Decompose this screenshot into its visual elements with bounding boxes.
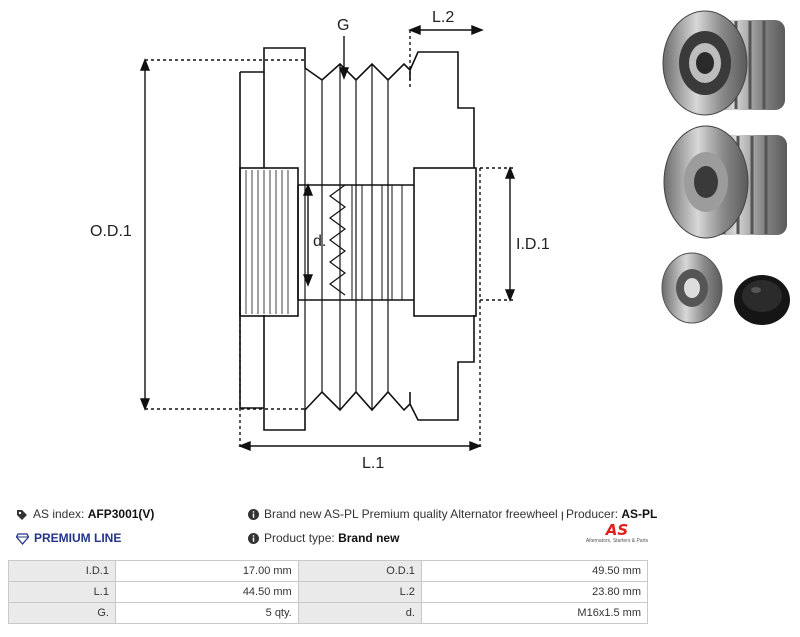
spline-hatch xyxy=(245,170,289,314)
spec-value: 17.00 mm xyxy=(114,560,299,582)
logo-tagline: Alternators, Starters & Parts xyxy=(585,538,649,544)
spec-label: L.2 xyxy=(297,581,422,603)
label-g: G xyxy=(337,17,349,34)
product-photo-front xyxy=(662,10,785,116)
spec-value: 44.50 mm xyxy=(114,581,299,603)
spec-value: 23.80 mm xyxy=(420,581,649,603)
thread-lines xyxy=(351,185,403,300)
thread-profile xyxy=(328,184,347,296)
product-type-value: Brand new xyxy=(338,531,400,545)
bore xyxy=(297,184,414,301)
premium-line-label: PREMIUM LINE xyxy=(34,531,122,545)
producer: Producer: AS-PL xyxy=(563,507,658,521)
as-index-value: AFP3001(V) xyxy=(87,507,155,521)
splined-shaft xyxy=(239,167,299,317)
description: Brand new AS-PL Premium quality Alternat… xyxy=(248,507,592,521)
label-l1: L.1 xyxy=(362,455,384,472)
label-od1: O.D.1 xyxy=(90,223,132,240)
right-flange xyxy=(409,51,475,421)
producer-value: AS-PL xyxy=(621,507,658,521)
spec-value: M16x1.5 mm xyxy=(420,602,649,624)
as-logo: AS Alternators, Starters & Parts xyxy=(584,522,650,552)
hub-body xyxy=(413,167,477,317)
spec-label: O.D.1 xyxy=(297,560,422,582)
table-row: G. 5 qty. d. M16x1.5 mm xyxy=(8,602,649,624)
spec-label: d. xyxy=(297,602,422,624)
description-text: Brand new AS-PL Premium quality Alternat… xyxy=(264,507,593,521)
tag-icon xyxy=(17,509,27,520)
spec-value: 5 qty. xyxy=(114,602,299,624)
label-l2: L.2 xyxy=(432,9,454,26)
table-row: L.1 44.50 mm L.2 23.80 mm xyxy=(8,581,649,603)
label-d: d. xyxy=(313,233,326,250)
product-photo-cap-and-pulley xyxy=(661,252,790,325)
producer-label: Producer: xyxy=(566,507,619,521)
as-index: AS index: AFP3001(V) xyxy=(16,507,154,521)
pulley-body-outline xyxy=(239,72,306,431)
spec-label: I.D.1 xyxy=(8,560,116,582)
label-id1: I.D.1 xyxy=(516,236,550,253)
spec-label: G. xyxy=(8,602,116,624)
logo-mark: AS xyxy=(605,521,629,539)
specs-table: I.D.1 17.00 mm O.D.1 49.50 mm L.1 44.50 … xyxy=(8,560,649,624)
groove-profile-top xyxy=(304,62,411,82)
info-icon xyxy=(248,509,259,521)
groove-profile-bottom xyxy=(304,390,411,412)
spec-value: 49.50 mm xyxy=(420,560,649,582)
spec-label: L.1 xyxy=(8,581,116,603)
groove-lines xyxy=(304,64,389,410)
as-index-label: AS index: xyxy=(33,507,85,521)
product-type: Product type: Brand new xyxy=(248,531,399,545)
table-row: I.D.1 17.00 mm O.D.1 49.50 mm xyxy=(8,560,649,582)
technical-drawing: G L.2 O.D.1 d. I.D.1 L.1 xyxy=(90,9,550,472)
pulley-flange xyxy=(240,47,306,73)
premium-line: PREMIUM LINE xyxy=(16,531,121,545)
product-type-label: Product type: xyxy=(264,531,335,545)
info-icon xyxy=(248,533,259,545)
product-photo-back xyxy=(663,125,787,239)
diamond-icon xyxy=(16,533,29,545)
